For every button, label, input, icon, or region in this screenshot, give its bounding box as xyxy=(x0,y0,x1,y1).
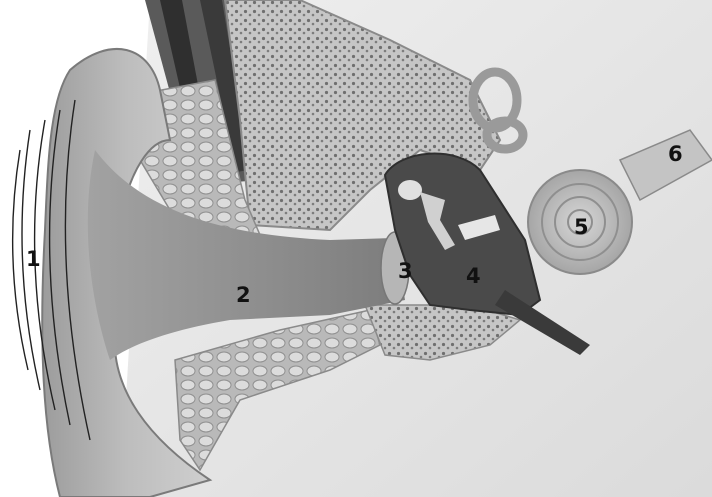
label-1: 1 xyxy=(26,247,41,271)
label-4: 4 xyxy=(466,264,481,288)
label-6: 6 xyxy=(668,142,683,166)
label-5: 5 xyxy=(574,215,589,239)
label-2: 2 xyxy=(236,283,251,307)
label-3: 3 xyxy=(398,259,413,283)
